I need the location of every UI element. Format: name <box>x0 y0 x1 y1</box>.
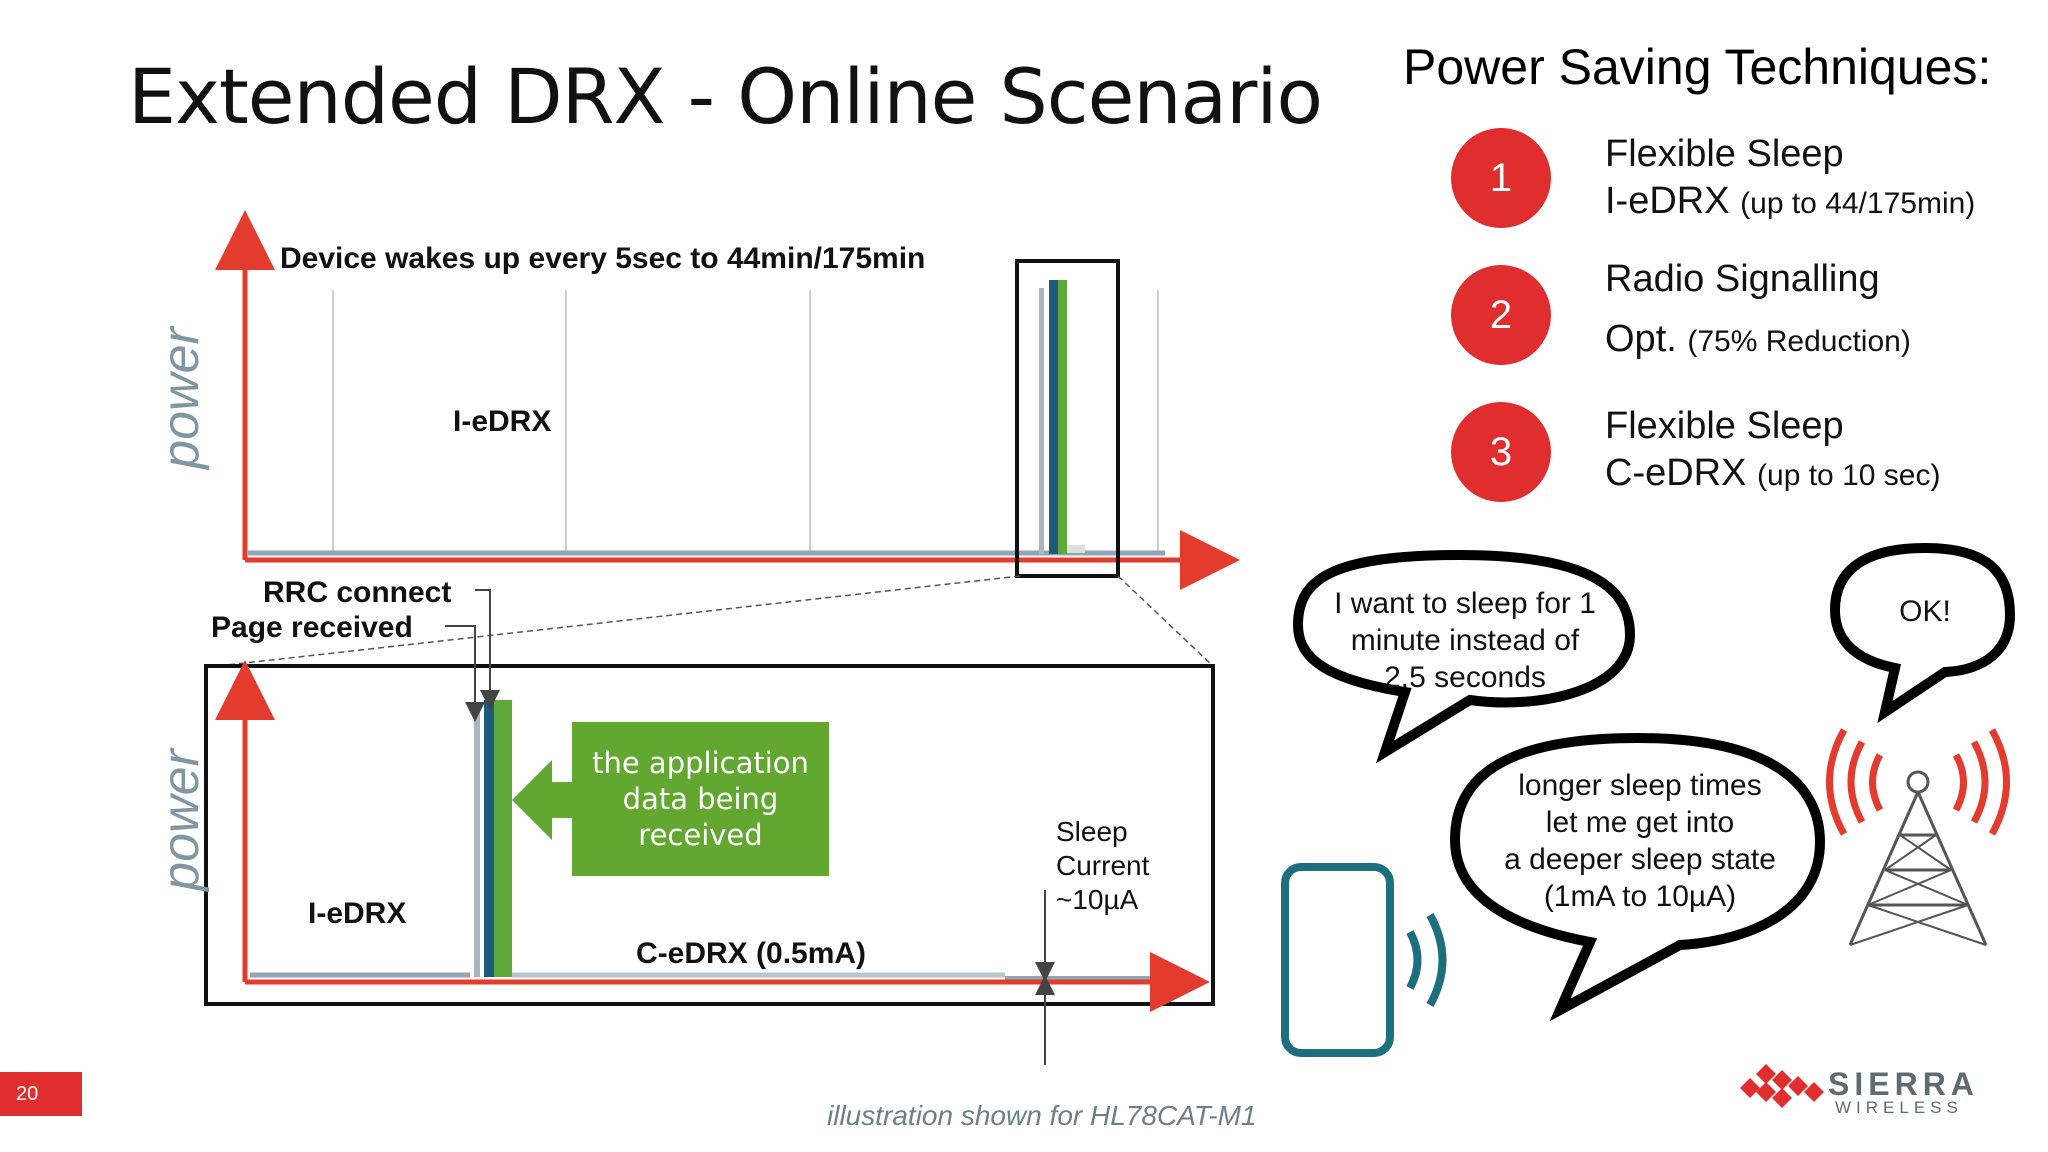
technique-2-badge: 2 <box>1451 265 1551 365</box>
zoom-line-right <box>1117 575 1214 667</box>
radio-tower-icon <box>1848 770 1988 946</box>
phone-icon <box>1281 863 1394 1057</box>
top-mode-label: I-eDRX <box>453 405 552 438</box>
bottom-y-axis-label: power <box>151 749 210 891</box>
logo-sub: WIRELESS <box>1835 1098 1963 1117</box>
bottom-spike-green <box>494 700 512 977</box>
top-spike-green <box>1058 280 1067 554</box>
slide-title: Extended DRX - Online Scenario <box>128 52 1323 141</box>
slide-number: 20 <box>0 1072 82 1116</box>
power-saving-title: Power Saving Techniques: <box>1403 39 1992 95</box>
signal-waves-icon <box>1826 728 2010 836</box>
bubble-device-2-text: longer sleep times let me get into a dee… <box>1504 769 1776 913</box>
technique-2-main: Opt. <box>1605 318 1677 360</box>
technique-1-badge: 1 <box>1451 128 1551 228</box>
top-chart-area <box>245 280 1165 560</box>
phone-wave-large <box>1426 913 1447 1007</box>
sierra-logo-mark <box>1740 1064 1824 1108</box>
technique-3-line2: C-eDRX (up to 10 sec) <box>1605 452 1940 495</box>
sleep-current-label: Sleep Current ~10µA <box>1056 816 1150 915</box>
speech-bubble-device <box>1292 549 1636 764</box>
zoom-box <box>1015 259 1120 578</box>
technique-2-detail: (75% Reduction) <box>1687 325 1911 358</box>
cedrx-label: C-eDRX (0.5mA) <box>636 937 867 970</box>
bottom-mode-label: I-eDRX <box>308 897 407 930</box>
logo-name: SIERRA <box>1828 1066 1979 1102</box>
technique-1-main: I-eDRX <box>1605 180 1730 222</box>
technique-3-badge: 3 <box>1451 402 1551 502</box>
top-spike-blue <box>1049 280 1058 554</box>
zoom-line-left <box>217 575 1021 667</box>
page-received-label: Page received <box>211 611 413 644</box>
top-chart-caption: Device wakes up every 5sec to 44min/175m… <box>280 242 926 275</box>
top-y-axis-label: power <box>151 327 210 469</box>
bottom-spike-blue <box>484 700 494 977</box>
technique-1-line1: Flexible Sleep <box>1605 133 1844 175</box>
green-arrow <box>512 760 572 840</box>
rrc-connect-label: RRC connect <box>263 576 452 609</box>
phone-wave-small <box>1406 930 1422 990</box>
page-pointer <box>445 625 485 722</box>
bottom-spike-gray <box>474 712 480 977</box>
speech-bubble-network <box>1829 542 2016 724</box>
footer-note: illustration shown for HL78CAT-M1 <box>827 1100 1257 1131</box>
technique-2-line2: Opt. (75% Reduction) <box>1605 318 1911 361</box>
technique-3-line1: Flexible Sleep <box>1605 405 1844 447</box>
top-spike-gray <box>1039 288 1044 554</box>
technique-1-detail: (up to 44/175min) <box>1740 187 1976 220</box>
bubble-device-text: I want to sleep for 1 minute instead of … <box>1334 587 1596 694</box>
technique-3-main: C-eDRX <box>1605 452 1747 494</box>
speech-bubble-device-2 <box>1449 732 1826 1022</box>
technique-3-detail: (up to 10 sec) <box>1757 459 1941 492</box>
rrc-pointer <box>475 589 500 710</box>
technique-2-line1: Radio Signalling <box>1605 258 1880 300</box>
top-spike-tail <box>1067 545 1085 553</box>
bubble-network-text: OK! <box>1899 595 1951 628</box>
technique-1-line2: I-eDRX (up to 44/175min) <box>1605 180 1975 223</box>
application-data-box: the application data being received <box>572 722 829 876</box>
